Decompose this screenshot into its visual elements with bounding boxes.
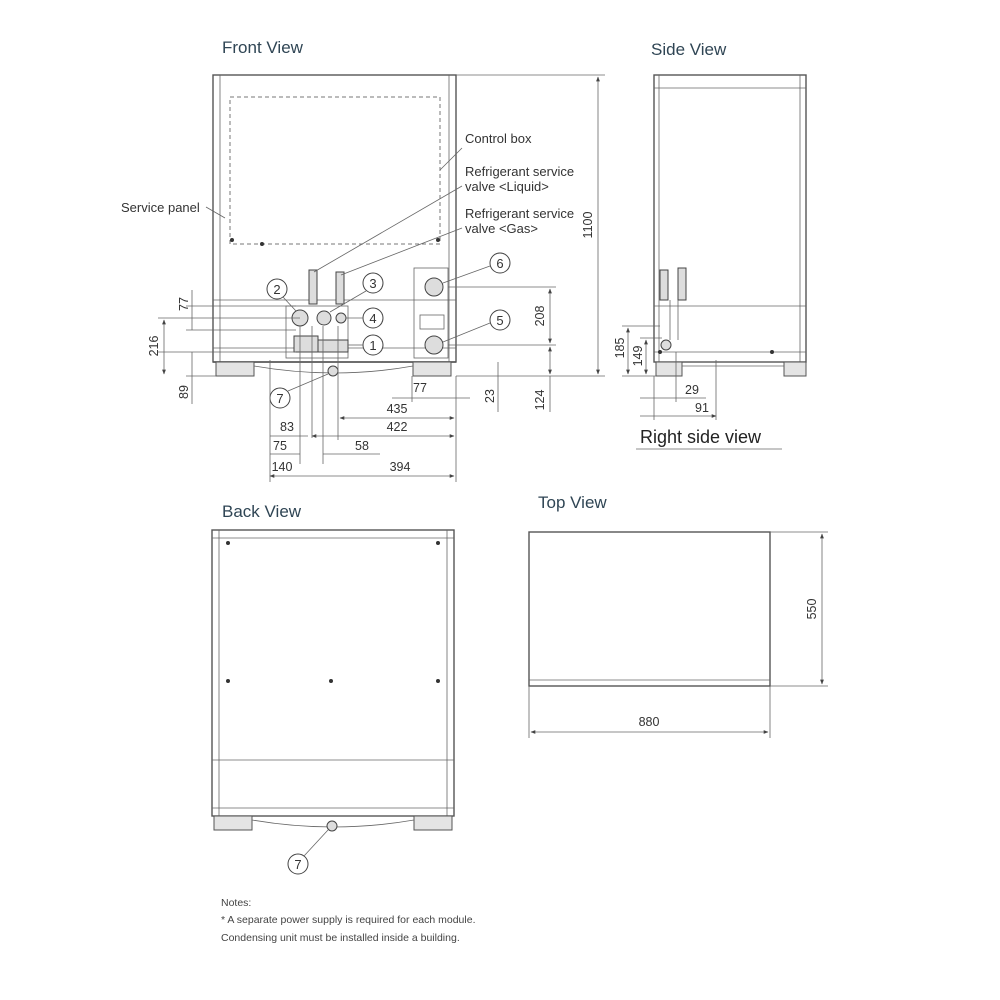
callout-7-back: 7 <box>287 829 329 875</box>
top-view: Top View 550 880 <box>528 493 828 738</box>
dim-89: 89 <box>177 385 191 399</box>
top-outline <box>528 531 771 687</box>
callout-4: 4 <box>346 307 384 329</box>
top-view-title: Top View <box>538 493 607 512</box>
gas-valve-label-line1: Refrigerant service <box>465 206 574 221</box>
pipe-port-4 <box>335 312 347 324</box>
dim-550: 550 <box>805 599 819 620</box>
dim-83: 83 <box>280 420 294 434</box>
gas-valve <box>335 271 345 305</box>
dim-185: 185 <box>613 338 627 359</box>
front-view: Front View Control box <box>121 38 605 482</box>
callout-6: 6 <box>442 252 511 284</box>
callout-5: 5 <box>442 309 511 343</box>
dim-58: 58 <box>355 439 369 453</box>
dim-124: 124 <box>533 390 547 411</box>
dim-77-left: 77 <box>177 297 191 311</box>
front-foot-left <box>215 361 255 377</box>
liquid-valve-label-line2: valve <Liquid> <box>465 179 549 194</box>
callout-2: 2 <box>266 278 297 312</box>
dim-422: 422 <box>387 420 408 434</box>
dim-140: 140 <box>272 460 293 474</box>
dim-29: 29 <box>685 383 699 397</box>
notes-line-1: * A separate power supply is required fo… <box>221 914 475 926</box>
dim-208: 208 <box>533 306 547 327</box>
front-view-title: Front View <box>222 38 304 57</box>
front-cabinet-outline <box>212 74 457 363</box>
back-view: Back View 7 <box>211 502 455 875</box>
callout-1: 1 <box>348 334 384 356</box>
gas-valve-label-line2: valve <Gas> <box>465 221 538 236</box>
side-foot-right <box>783 361 807 377</box>
front-foot-right <box>412 361 452 377</box>
back-drain-port <box>326 820 338 832</box>
dim-23: 23 <box>483 389 497 403</box>
dim-75: 75 <box>273 439 287 453</box>
dim-216: 216 <box>147 336 161 357</box>
dim-77-bottom: 77 <box>413 381 427 395</box>
svg-text:1: 1 <box>369 338 376 353</box>
water-port-5 <box>424 335 444 355</box>
svg-text:3: 3 <box>369 276 376 291</box>
water-port-6 <box>424 277 444 297</box>
back-view-title: Back View <box>222 502 302 521</box>
back-foot-right <box>413 815 453 831</box>
dim-1100: 1100 <box>581 212 595 239</box>
svg-text:2: 2 <box>273 282 280 297</box>
notes: Notes: * A separate power supply is requ… <box>221 897 475 944</box>
side-foot-left <box>655 361 683 377</box>
back-cabinet-outline <box>211 529 455 817</box>
liquid-valve <box>308 269 318 305</box>
dim-149: 149 <box>631 346 645 367</box>
svg-text:7: 7 <box>294 857 301 872</box>
control-box-label: Control box <box>465 131 532 146</box>
right-side-view-label: Right side view <box>640 427 762 447</box>
notes-line-2: Condensing unit must be installed inside… <box>221 932 460 944</box>
dim-394: 394 <box>390 460 411 474</box>
control-box-outline <box>229 96 441 245</box>
notes-heading: Notes: <box>221 897 251 909</box>
liquid-valve-label-line1: Refrigerant service <box>465 164 574 179</box>
svg-text:4: 4 <box>369 311 376 326</box>
side-view: Side View 185 149 29 91 Rig <box>613 40 807 450</box>
callout-3: 3 <box>329 272 384 313</box>
water-connection-block <box>413 267 449 359</box>
drain-port <box>327 365 339 377</box>
pipe-connection-block <box>285 305 349 359</box>
dim-880: 880 <box>639 715 660 729</box>
pipe-port-3 <box>316 310 332 326</box>
service-panel-label: Service panel <box>121 200 200 215</box>
back-foot-left <box>213 815 253 831</box>
callout-7-front: 7 <box>269 373 329 409</box>
svg-text:6: 6 <box>496 256 503 271</box>
dim-91: 91 <box>695 401 709 415</box>
side-cabinet-outline <box>653 74 807 363</box>
side-view-title: Side View <box>651 40 727 59</box>
svg-text:7: 7 <box>276 391 283 406</box>
dim-435: 435 <box>387 402 408 416</box>
svg-text:5: 5 <box>496 313 503 328</box>
